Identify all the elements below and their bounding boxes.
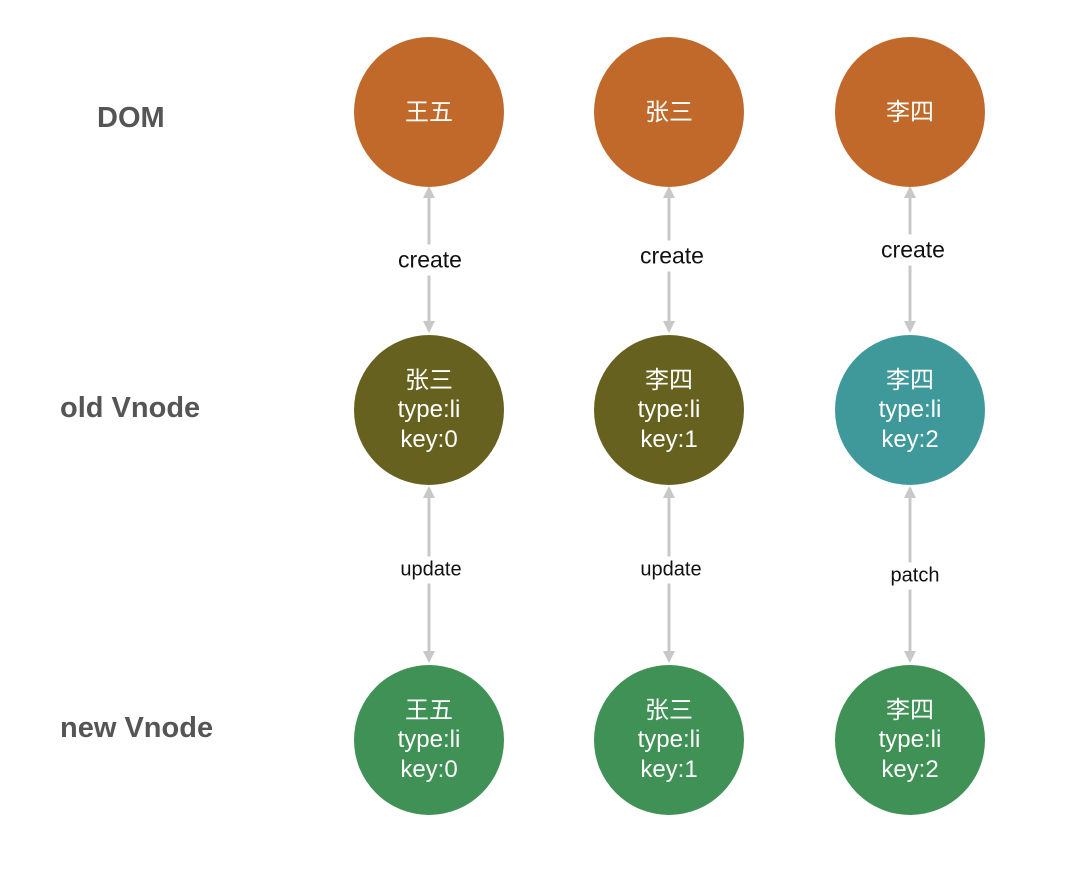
node-type: type:li <box>397 726 461 753</box>
node-type: type:li <box>878 726 942 753</box>
node-name: 李四 <box>886 366 934 394</box>
node-key: key:0 <box>400 756 458 783</box>
edge-label-create-3: create <box>877 234 949 266</box>
node-name: 张三 <box>645 98 693 126</box>
edge-label-create-2: create <box>636 240 708 272</box>
node-key: key:2 <box>881 756 939 783</box>
node-name: 李四 <box>886 696 934 724</box>
edge-label-update-1: update <box>396 556 466 584</box>
dom-node: 王五 <box>354 37 504 187</box>
node-name: 李四 <box>886 98 934 126</box>
row-label-new-vnode: new Vnode <box>60 712 214 744</box>
node-name: 张三 <box>405 366 453 394</box>
node-name: 张三 <box>645 696 693 724</box>
node-name: 王五 <box>405 98 453 126</box>
node-name: 王五 <box>405 696 453 724</box>
edge-label-patch-3: patch <box>886 562 944 590</box>
node-type: type:li <box>637 726 701 753</box>
node-type: type:li <box>878 396 942 423</box>
edge-label-create-1: create <box>394 244 466 276</box>
node-key: key:2 <box>881 426 939 453</box>
new-vnode-node: 李四 type:li key:2 <box>835 665 985 815</box>
row-label-dom: DOM <box>97 102 165 134</box>
node-key: key:1 <box>640 426 698 453</box>
new-vnode-node: 王五 type:li key:0 <box>354 665 504 815</box>
node-type: type:li <box>397 396 461 423</box>
dom-node: 李四 <box>835 37 985 187</box>
old-vnode-node: 李四 type:li key:2 <box>835 335 985 485</box>
node-name: 李四 <box>645 366 693 394</box>
old-vnode-node: 张三 type:li key:0 <box>354 335 504 485</box>
node-type: type:li <box>637 396 701 423</box>
row-label-old-vnode: old Vnode <box>60 392 201 424</box>
dom-node: 张三 <box>594 37 744 187</box>
edge-label-update-2: update <box>636 556 706 584</box>
node-key: key:1 <box>640 756 698 783</box>
old-vnode-node: 李四 type:li key:1 <box>594 335 744 485</box>
new-vnode-node: 张三 type:li key:1 <box>594 665 744 815</box>
node-key: key:0 <box>400 426 458 453</box>
